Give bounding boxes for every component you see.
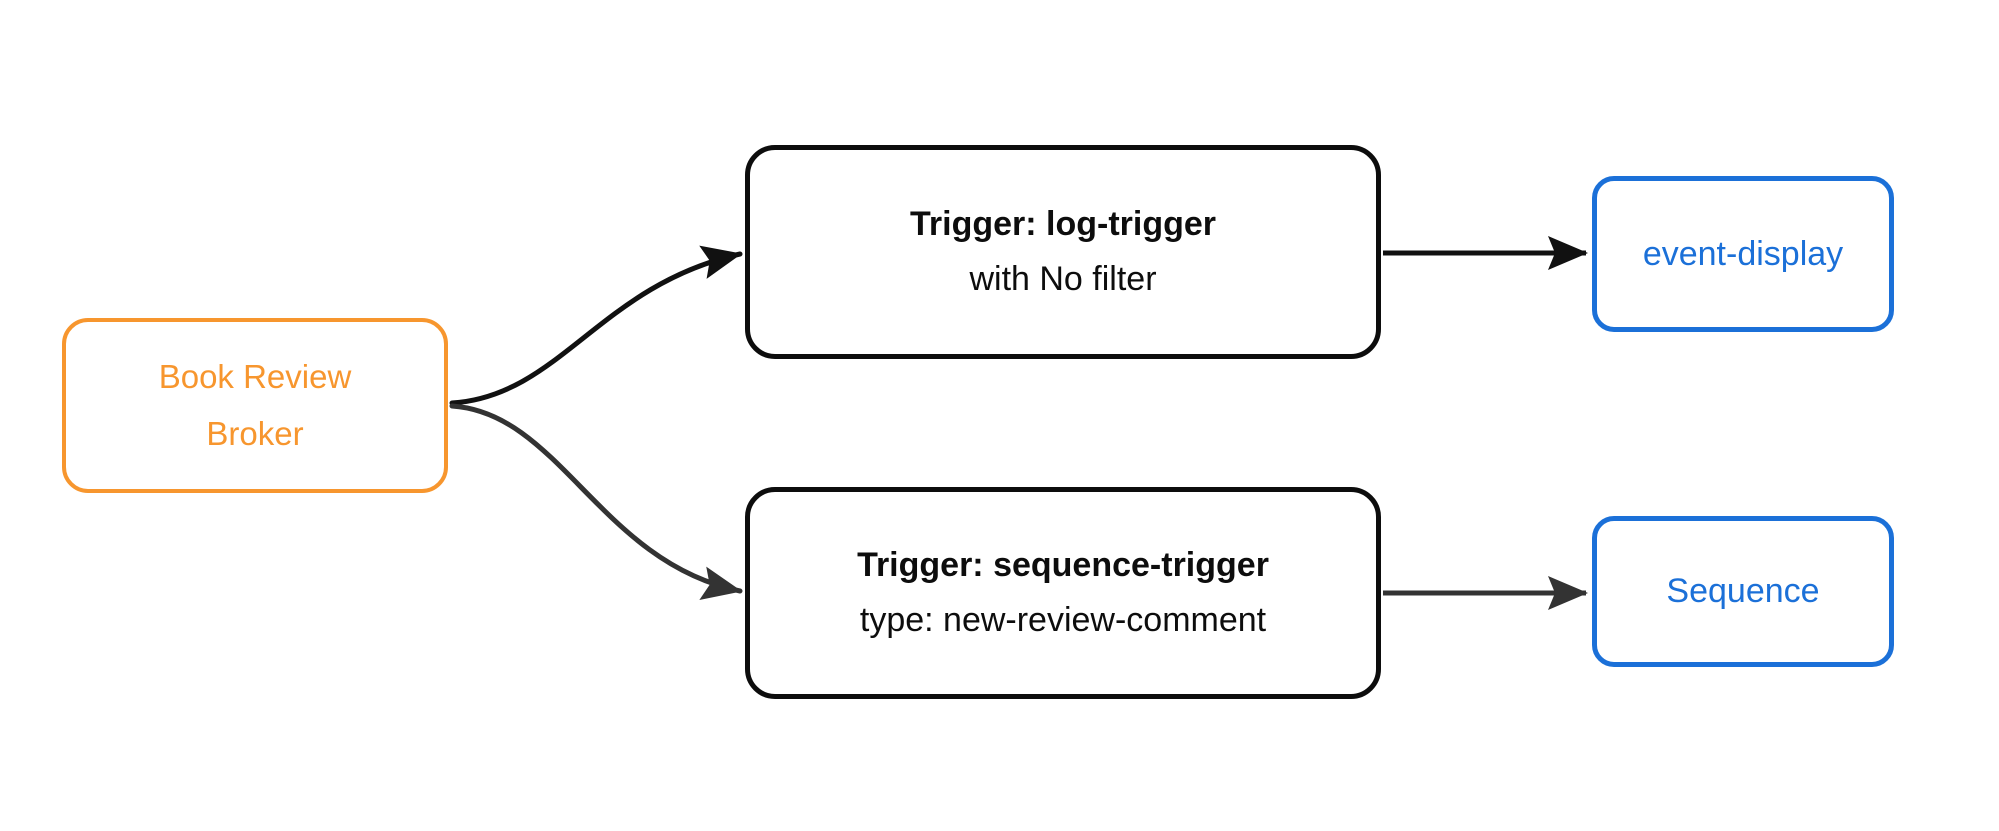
node-sequence-trigger-title: Trigger: sequence-trigger xyxy=(857,545,1269,584)
node-sequence-trigger-subtitle: type: new-review-comment xyxy=(859,601,1267,639)
node-book-review-broker: Book Review Broker xyxy=(62,318,448,493)
node-log-trigger-title: Trigger: log-trigger xyxy=(910,204,1216,243)
node-book-review-broker-label-line1: Book Review xyxy=(158,358,352,396)
node-sequence: Sequence xyxy=(1592,516,1894,667)
node-log-trigger-subtitle: with No filter xyxy=(969,260,1157,298)
node-log-trigger: Trigger: log-trigger with No filter xyxy=(745,145,1381,359)
node-event-display: event-display xyxy=(1592,176,1894,332)
node-book-review-broker-label-line2: Broker xyxy=(206,414,304,452)
node-event-display-label: event-display xyxy=(1642,234,1844,273)
node-sequence-trigger: Trigger: sequence-trigger type: new-revi… xyxy=(745,487,1381,699)
edge-broker-to-log-trigger xyxy=(449,245,743,406)
node-sequence-label: Sequence xyxy=(1666,572,1820,610)
edge-broker-to-sequence-trigger xyxy=(449,403,743,600)
